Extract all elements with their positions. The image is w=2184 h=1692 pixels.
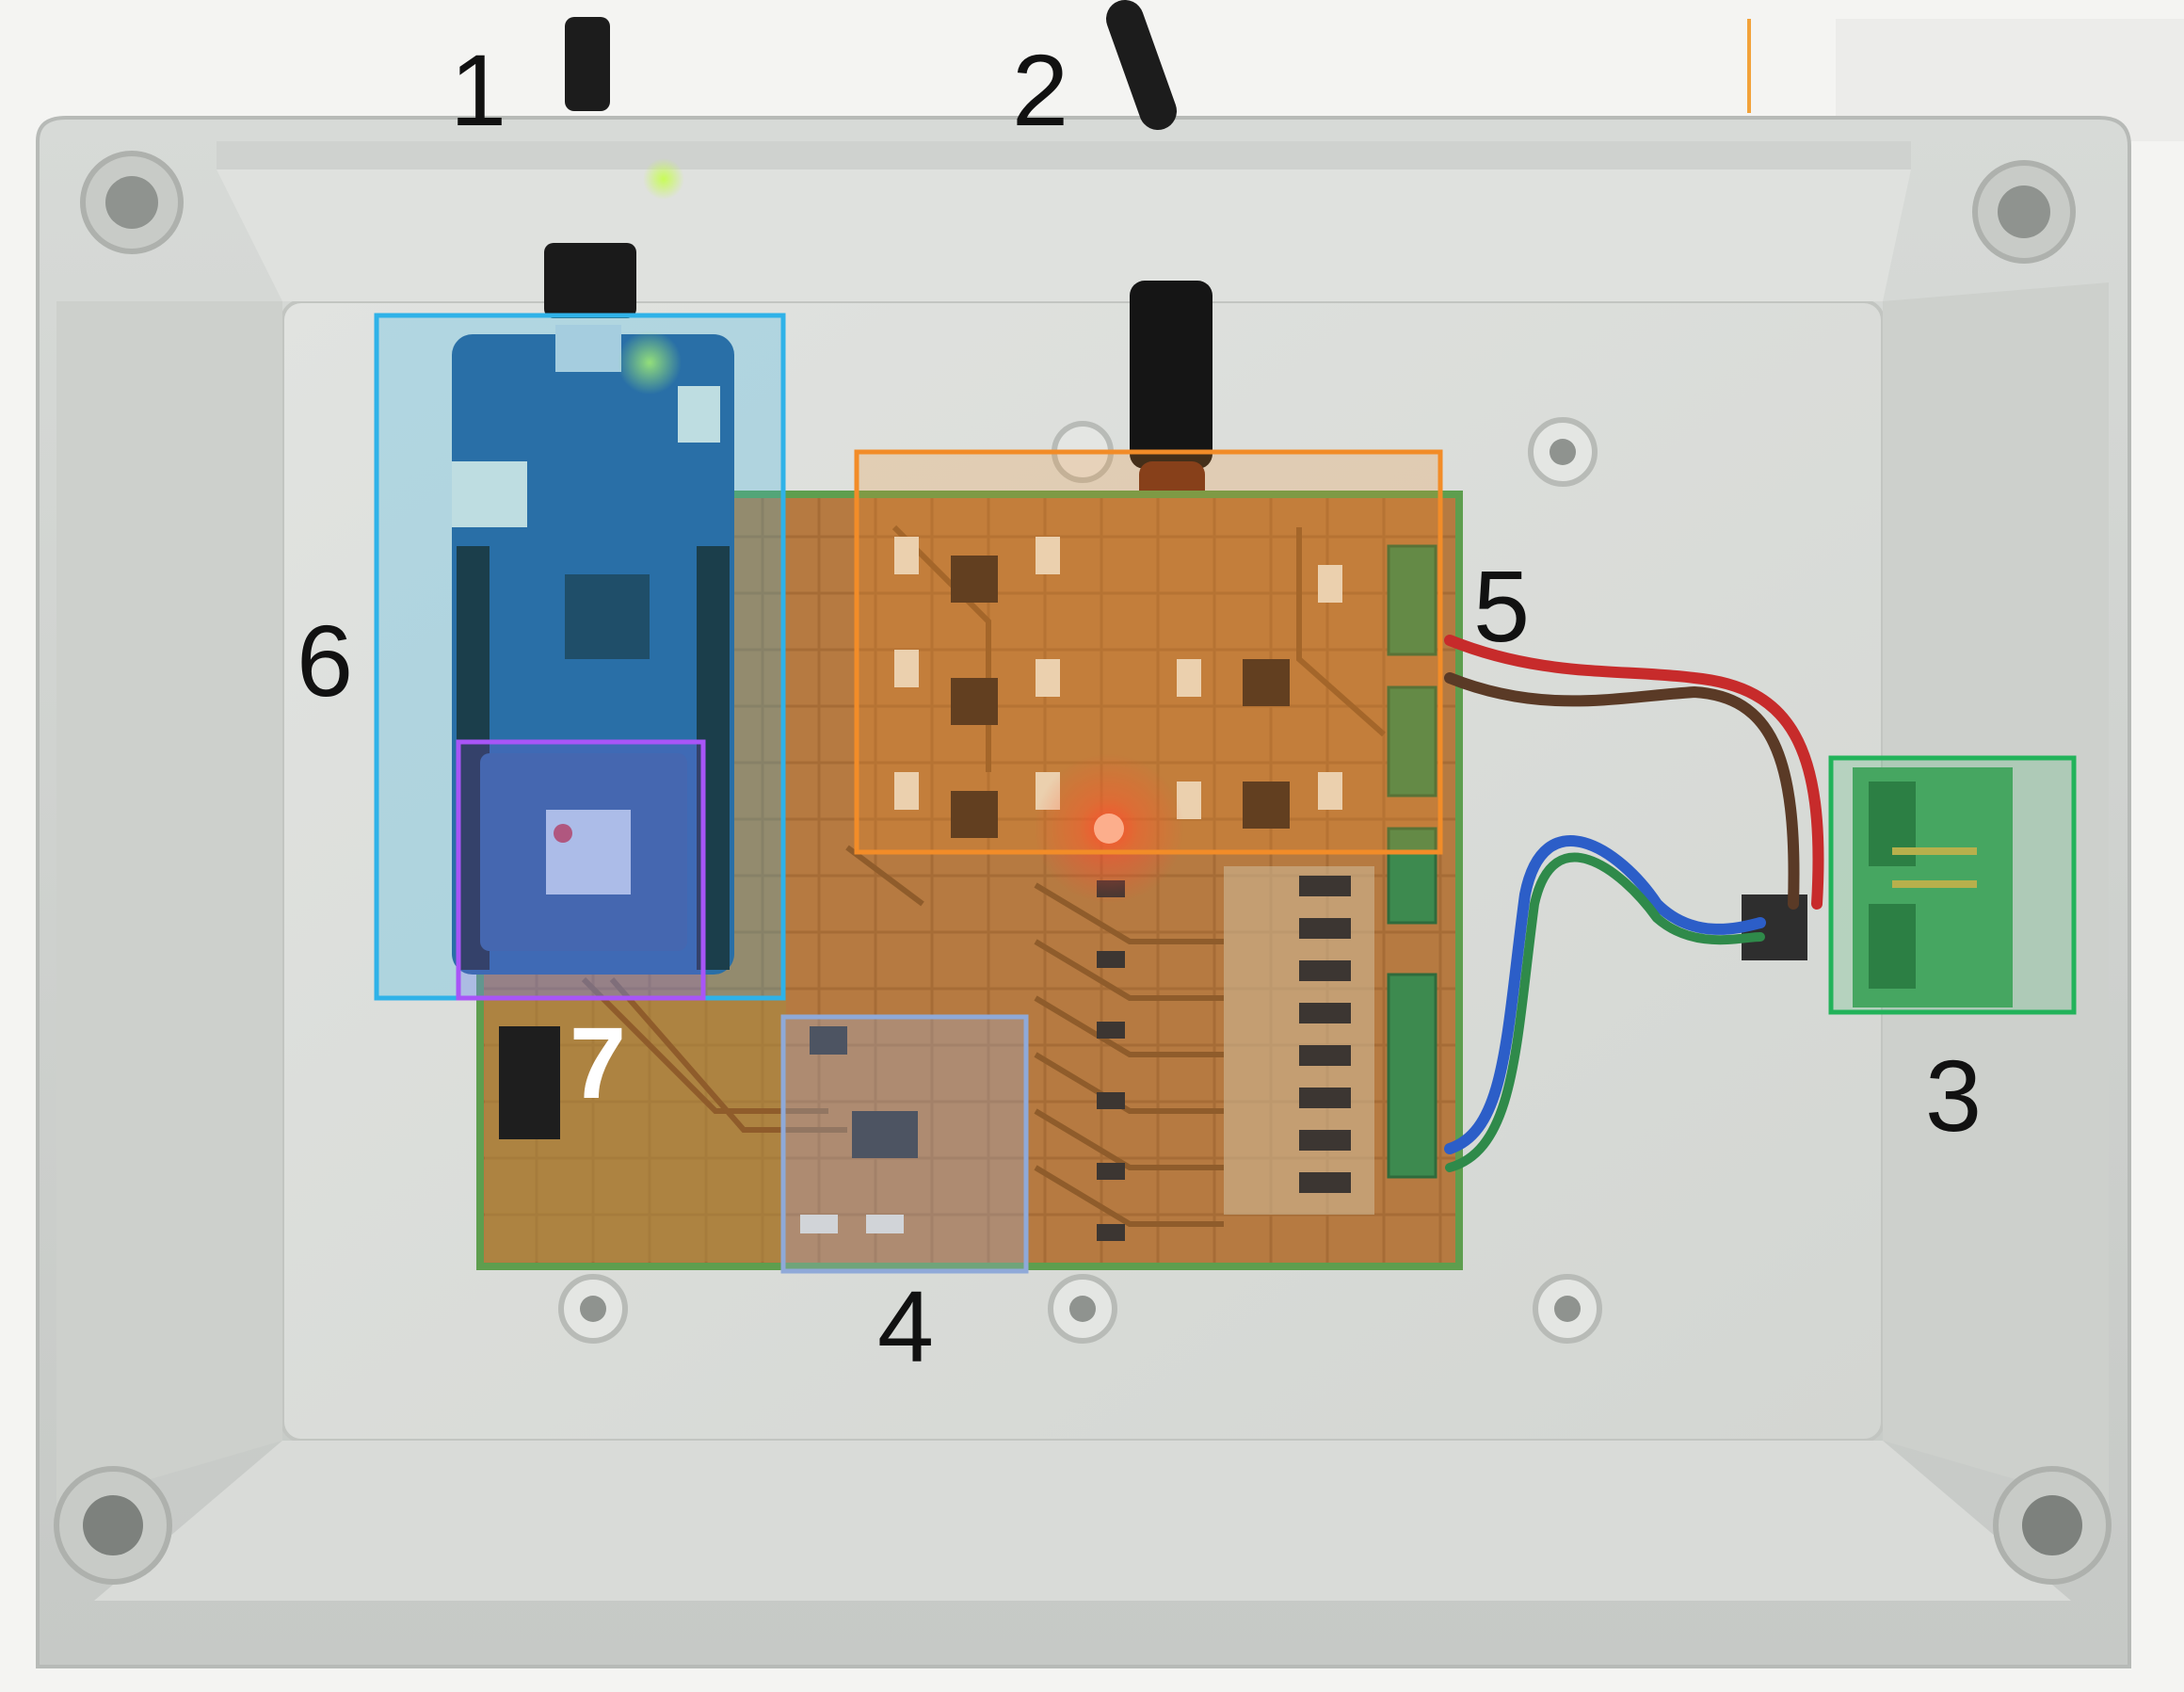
region-6-box bbox=[374, 313, 786, 1001]
label-1: 1 bbox=[450, 33, 507, 147]
radio-shield bbox=[546, 810, 631, 894]
led-green-icon bbox=[618, 158, 684, 395]
screw-holes bbox=[54, 151, 2112, 1585]
smd-components bbox=[800, 537, 1342, 1233]
region-4-box bbox=[780, 1014, 1029, 1274]
label-3: 3 bbox=[1925, 1039, 1983, 1152]
label-5: 5 bbox=[1473, 549, 1531, 663]
usb-port bbox=[555, 325, 621, 372]
pcb-traces bbox=[581, 524, 1386, 1227]
pin-header bbox=[499, 1026, 560, 1139]
connector-1-icon bbox=[544, 243, 636, 318]
inner-wall-bottom bbox=[94, 1441, 2071, 1601]
enclosure-rim bbox=[217, 141, 1911, 169]
label-7: 7 bbox=[570, 1006, 627, 1120]
inner-wall-left bbox=[56, 301, 282, 1507]
battery-connector bbox=[452, 461, 527, 527]
radio-logo bbox=[554, 824, 572, 843]
antenna-connector bbox=[678, 386, 720, 443]
region-3-box bbox=[1828, 755, 2077, 1015]
wires bbox=[1444, 635, 1824, 1172]
multiplexer-chip bbox=[852, 1111, 918, 1158]
small-chip bbox=[810, 1026, 847, 1055]
cable-1 bbox=[565, 17, 610, 111]
power-connector-slots bbox=[1869, 782, 1977, 989]
resistor-array bbox=[1097, 866, 1374, 1241]
cable-2 bbox=[1106, 0, 1177, 130]
region-5-box bbox=[854, 449, 1443, 855]
inner-wall-top bbox=[217, 169, 1911, 301]
terminal-blocks bbox=[1387, 544, 1437, 1179]
label-2: 2 bbox=[1012, 33, 1069, 147]
amp-ics bbox=[951, 556, 1290, 838]
label-4: 4 bbox=[877, 1269, 935, 1383]
mcu-chip bbox=[565, 574, 650, 659]
led-red-icon bbox=[1034, 753, 1184, 904]
region-7-box bbox=[456, 739, 706, 1001]
label-6: 6 bbox=[297, 604, 354, 717]
